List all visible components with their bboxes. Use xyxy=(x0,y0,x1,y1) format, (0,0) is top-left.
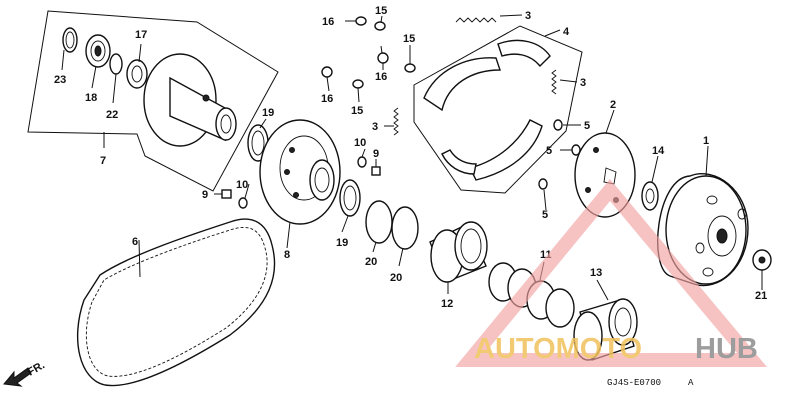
part-23-circlip xyxy=(62,27,78,53)
callout-6: 6 xyxy=(132,236,138,248)
callout-5-upper: 5 xyxy=(584,120,590,132)
part-4-clutch-shoe xyxy=(423,39,551,181)
drawing-rev-text: A xyxy=(688,378,694,388)
watermark: AUTOMOTO HUB xyxy=(455,179,767,367)
callout-15-lower: 15 xyxy=(351,105,363,117)
part-21-nut xyxy=(752,249,772,271)
callout-13: 13 xyxy=(590,267,602,279)
part-14-washer xyxy=(641,181,659,211)
callout-9-right: 9 xyxy=(373,148,379,160)
part-22-circlip xyxy=(109,53,123,75)
callout-23: 23 xyxy=(54,74,66,86)
callout-16-top: 16 xyxy=(322,16,334,28)
direction-label: FR. xyxy=(26,359,47,378)
callout-4: 4 xyxy=(563,26,570,38)
callout-2: 2 xyxy=(610,99,616,111)
callout-5-lower: 5 xyxy=(542,209,548,221)
callout-1: 1 xyxy=(703,135,709,147)
callout-3-right: 3 xyxy=(580,77,586,89)
callout-7: 7 xyxy=(100,155,106,167)
watermark-text-automoto: AUTOMOTO xyxy=(474,333,642,365)
drawing-code: GJ4S-E0700 A xyxy=(607,378,694,388)
part-20-o-ring-a xyxy=(365,200,393,244)
callout-12: 12 xyxy=(441,298,453,310)
callout-15-right: 15 xyxy=(403,33,415,45)
callout-21: 21 xyxy=(755,290,767,302)
watermark-text-hub: HUB xyxy=(695,333,758,365)
callout-15-top: 15 xyxy=(375,5,387,17)
part-3-spring-right xyxy=(551,69,557,95)
part-13-seal-collar xyxy=(573,298,638,361)
callout-20-b: 20 xyxy=(390,272,402,284)
callout-16-lower: 16 xyxy=(321,93,333,105)
part-20-o-ring-b xyxy=(391,206,419,250)
front-direction-arrow: FR. xyxy=(3,359,47,387)
part-19-oil-seal-lower xyxy=(339,179,361,217)
callout-8: 8 xyxy=(284,249,290,261)
drawing-code-text: GJ4S-E0700 xyxy=(607,378,661,388)
callout-10-left: 10 xyxy=(236,179,248,191)
part-17-bearing xyxy=(126,59,148,89)
callout-10-right: 10 xyxy=(354,137,366,149)
callout-16-mid: 16 xyxy=(375,71,387,83)
callout-5-middle: 5 xyxy=(546,145,552,157)
part-8-movable-driven-face xyxy=(259,119,341,225)
callout-3-left: 3 xyxy=(372,121,378,133)
watermark-triangle xyxy=(455,179,767,367)
part-12-seal-collar xyxy=(429,221,488,283)
part-5-nut xyxy=(538,119,581,190)
callout-18: 18 xyxy=(85,92,97,104)
callout-9-left: 9 xyxy=(202,189,208,201)
callout-11: 11 xyxy=(540,249,552,261)
callout-19-upper: 19 xyxy=(262,107,274,119)
part-10-collar xyxy=(238,156,367,209)
part-3-spring-top xyxy=(455,17,497,23)
callout-22: 22 xyxy=(106,109,118,121)
callout-17: 17 xyxy=(135,29,147,41)
callout-20-a: 20 xyxy=(365,256,377,268)
callout-3-top: 3 xyxy=(525,10,531,22)
part-7-driven-face xyxy=(143,53,237,147)
assembly-7-frame xyxy=(27,10,279,192)
callout-labels: 1 2 3 3 3 4 5 5 5 6 7 8 9 9 10 10 11 12 … xyxy=(54,5,767,310)
part-18-bearing xyxy=(85,34,111,68)
part-1-clutch-outer xyxy=(657,173,749,287)
callout-14: 14 xyxy=(652,145,665,157)
part-3-spring-left xyxy=(393,107,399,136)
part-6-drive-belt xyxy=(77,218,276,387)
clutch-assembly-frame xyxy=(413,25,583,194)
callout-19-lower: 19 xyxy=(336,237,348,249)
